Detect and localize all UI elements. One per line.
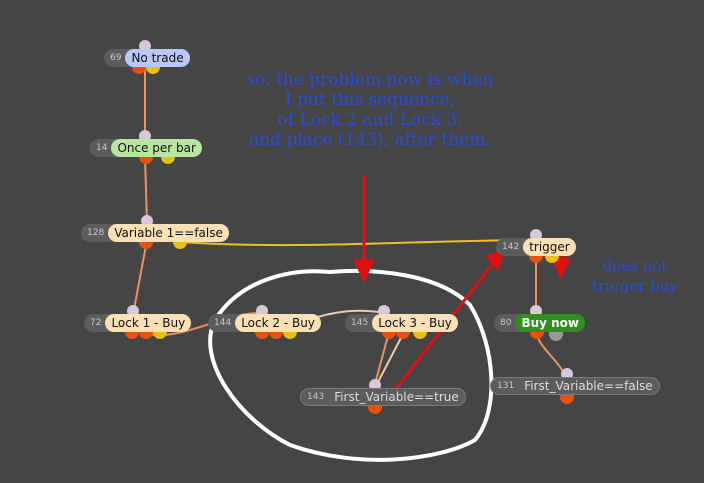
node-first-variable-false[interactable]: 131 First_Variable==false <box>490 377 660 395</box>
node-buy-now[interactable]: 80 Buy now <box>494 314 586 332</box>
node-once-per-bar[interactable]: 14 Once per bar <box>90 139 202 157</box>
node-label: Lock 1 - Buy <box>105 314 192 332</box>
node-id: 142 <box>502 242 520 252</box>
node-label: trigger <box>523 238 576 256</box>
node-label: First_Variable==true <box>334 390 459 404</box>
wire-72-144 <box>139 311 263 337</box>
annotation-line: of Lock 2 and Lock 3, <box>277 110 463 130</box>
node-lock-1-buy[interactable]: 72 Lock 1 - Buy <box>84 314 192 332</box>
node-id: 144 <box>214 318 232 328</box>
wire-14-128 <box>144 155 148 225</box>
node-id: 128 <box>87 228 105 238</box>
side-annotation: does not trigger buy <box>575 256 695 296</box>
node-label: Lock 2 - Buy <box>235 314 321 332</box>
node-id: 143 <box>307 392 325 402</box>
node-id: 80 <box>500 318 512 328</box>
highlight-loop <box>208 268 494 462</box>
wire-128-72 <box>132 239 148 316</box>
node-no-trade[interactable]: 69 No trade <box>104 49 190 67</box>
annotation-arrows <box>353 176 571 391</box>
node-id: 72 <box>90 318 102 328</box>
node-id: 145 <box>351 318 369 328</box>
wire-145-143 <box>374 331 390 385</box>
annotation-line: so, the problem now is when <box>246 70 494 90</box>
node-label: No trade <box>125 49 190 67</box>
node-lock-2-buy[interactable]: 144 Lock 2 - Buy <box>208 314 321 332</box>
annotation-line: trigger buy <box>592 277 678 295</box>
problem-annotation: so, the problem now is when I put this s… <box>220 70 520 150</box>
node-id: 14 <box>96 143 108 153</box>
node-id: 131 <box>497 381 515 391</box>
node-lock-3-buy[interactable]: 145 Lock 3 - Buy <box>345 314 458 332</box>
node-label: Variable 1==false <box>108 224 229 242</box>
annotation-line: does not <box>602 257 668 275</box>
node-label: First_Variable==false <box>524 379 653 393</box>
annotation-line: I put this sequence, <box>284 90 456 110</box>
node-id: 69 <box>110 53 122 63</box>
node-label: Buy now <box>515 314 586 332</box>
node-label: Lock 3 - Buy <box>372 314 458 332</box>
node-variable-1-false[interactable]: 128 Variable 1==false <box>81 224 229 242</box>
wire-143-145b <box>375 331 405 387</box>
node-trigger[interactable]: 142 trigger <box>496 238 576 256</box>
node-first-variable-true[interactable]: 143 First_Variable==true <box>300 388 466 406</box>
node-label: Once per bar <box>111 139 202 157</box>
wire-128-142 <box>179 239 537 247</box>
annotation-line: and place (143), after them. <box>249 130 491 150</box>
